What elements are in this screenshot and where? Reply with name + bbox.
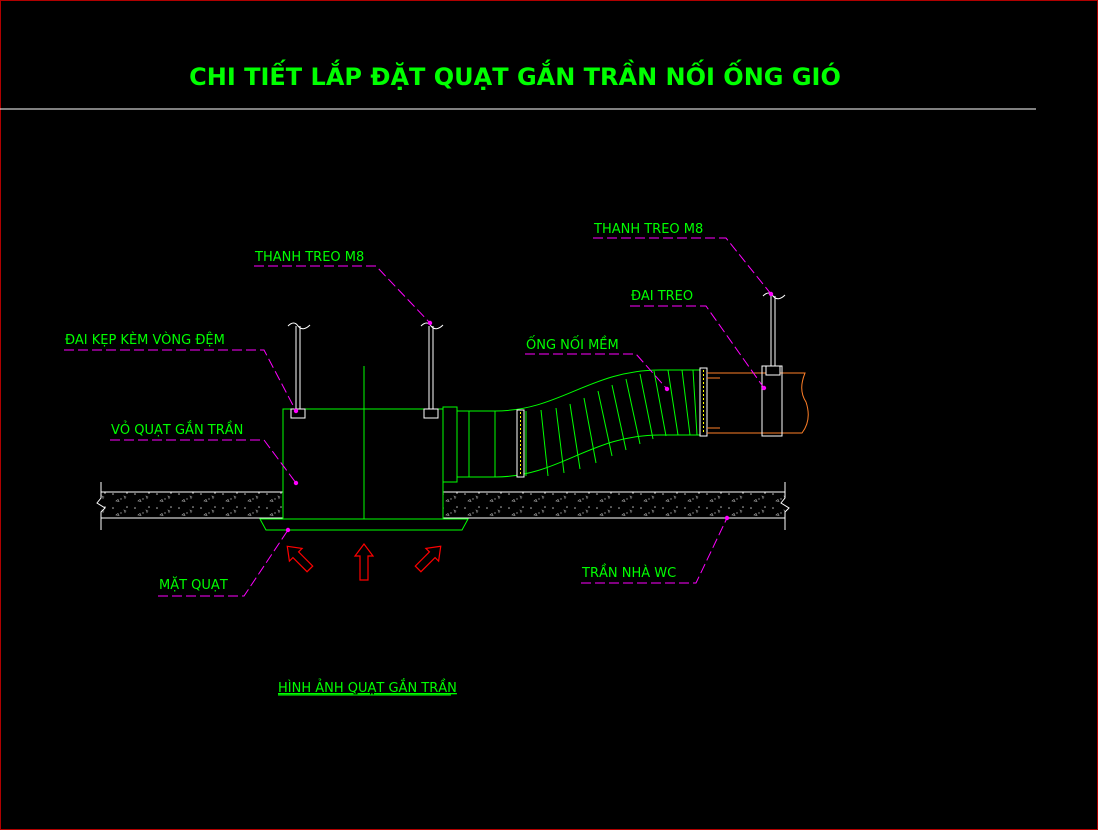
label-hanger-rod-right: THANH TREO M8 [593, 222, 703, 237]
fan-housing [282, 366, 470, 525]
figure-caption: HÌNH ẢNH QUẠT GẮN TRẦN [278, 679, 457, 696]
hanger-rods-fan [287, 322, 444, 419]
leader-strap-hanger [630, 305, 765, 389]
duct-strap-hanger [761, 292, 786, 437]
flexible-duct [469, 369, 700, 478]
rigid-duct [707, 372, 809, 434]
airflow-arrows [286, 543, 442, 581]
leader-hanger-rod-left [254, 265, 431, 324]
leader-lines [64, 237, 772, 597]
leader-dots [285, 291, 774, 533]
label-flexible-duct: ỐNG NỐI MỀM [526, 336, 619, 353]
label-fan-face: MẶT QUẠT [159, 577, 228, 593]
drawing-title: CHI TIẾT LẮP ĐẶT QUẠT GẮN TRẦN NỐI ỐNG G… [189, 58, 841, 91]
fan-face [259, 518, 469, 531]
leader-flexible-duct [525, 353, 668, 390]
duct-clamps [516, 367, 708, 478]
leader-hanger-rod-right [593, 237, 772, 295]
leader-fan-housing [110, 439, 297, 484]
leader-ceiling [581, 517, 728, 584]
label-fan-housing: VỎ QUẠT GẮN TRẦN [111, 421, 243, 438]
leader-fan-face [158, 529, 289, 597]
label-hanger-rod-left: THANH TREO M8 [254, 250, 364, 265]
label-clamp-ring: ĐAI KẸP KÈM VÒNG ĐỆM [65, 332, 225, 348]
leader-clamp-ring [64, 349, 297, 412]
label-strap-hanger: ĐAI TREO [631, 289, 693, 304]
label-ceiling: TRẦN NHÀ WC [581, 564, 676, 581]
